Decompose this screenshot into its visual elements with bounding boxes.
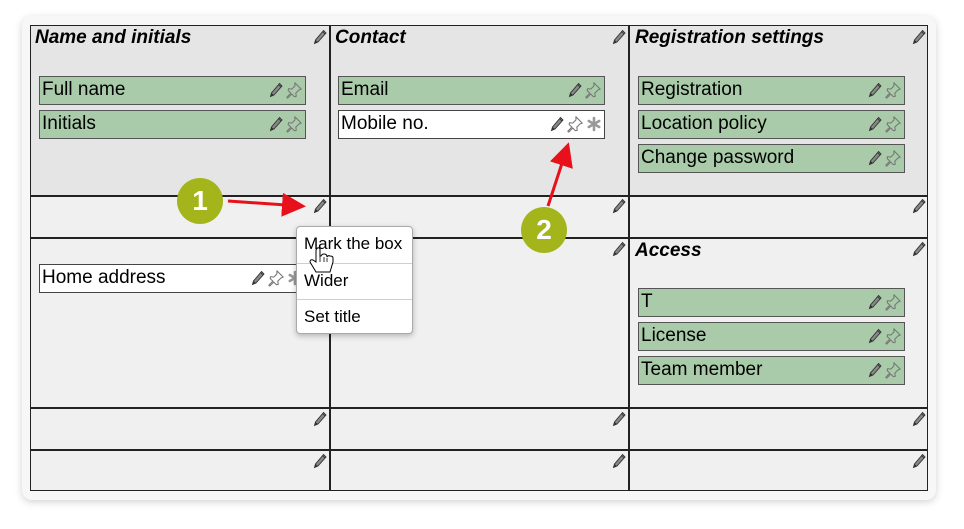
menu-item-wider[interactable]: Wider [297,263,412,299]
pencil-icon[interactable] [868,82,882,98]
menu-item-mark-the-box[interactable]: Mark the box [304,234,403,253]
field-label: Initials [42,113,96,134]
pencil-icon[interactable] [612,198,626,214]
pencil-icon[interactable] [868,150,882,166]
pencil-icon[interactable] [251,270,265,286]
field-label: Team member [641,359,763,380]
pin-icon[interactable] [884,326,902,346]
field-initials[interactable]: Initials [39,110,306,139]
box-title-registration-settings: Registration settings [635,27,824,48]
pencil-icon[interactable] [612,29,626,45]
pencil-icon[interactable] [912,411,926,427]
box-title-contact: Contact [335,27,406,48]
menu-item-set-title[interactable]: Set title [297,299,412,335]
pencil-icon[interactable] [912,29,926,45]
field-label: Mobile no. [341,113,429,134]
pencil-icon[interactable] [550,116,564,132]
pin-icon[interactable] [884,114,902,134]
pin-icon[interactable] [584,80,602,100]
field-registration[interactable]: Registration [638,76,905,105]
pencil-icon[interactable] [313,29,327,45]
field-home-address[interactable]: Home address [39,264,306,293]
box-title-name-initials: Name and initials [35,27,192,48]
pin-icon[interactable] [566,114,584,134]
pencil-icon[interactable] [313,453,327,469]
pencil-icon[interactable] [912,198,926,214]
pencil-icon[interactable] [313,411,327,427]
field-label: Location policy [641,113,767,134]
field-full-name[interactable]: Full name [39,76,306,105]
field-email[interactable]: Email [338,76,605,105]
pencil-icon[interactable] [912,241,926,257]
pin-icon[interactable] [884,292,902,312]
field-label: Registration [641,79,743,100]
pencil-icon[interactable] [269,116,283,132]
field-change-password[interactable]: Change password [638,144,905,173]
pencil-icon[interactable] [868,362,882,378]
field-team-member[interactable]: Team member [638,356,905,385]
pin-icon[interactable] [884,360,902,380]
pencil-icon[interactable] [612,453,626,469]
field-label: Email [341,79,389,100]
pencil-icon[interactable] [269,82,283,98]
pencil-icon[interactable] [868,328,882,344]
box-title-access: Access [635,240,702,261]
pencil-icon[interactable] [868,294,882,310]
field-label: T [641,291,653,312]
callout-badge-2: 2 [521,207,567,253]
pencil-icon[interactable] [568,82,582,98]
field-t[interactable]: T [638,288,905,317]
pencil-icon[interactable] [868,116,882,132]
pencil-icon[interactable] [313,198,327,214]
field-location-policy[interactable]: Location policy [638,110,905,139]
pin-icon[interactable] [285,80,303,100]
pencil-icon[interactable] [612,241,626,257]
pin-icon[interactable] [267,268,285,288]
callout-badge-1: 1 [177,178,223,224]
asterisk-icon[interactable] [586,116,602,132]
pin-icon[interactable] [285,114,303,134]
field-mobile-no[interactable]: Mobile no. [338,110,605,139]
field-label: Change password [641,147,795,168]
pin-icon[interactable] [884,148,902,168]
field-license[interactable]: License [638,322,905,351]
field-label: License [641,325,707,346]
context-menu: Mark the box Wider Set title [296,226,413,334]
pencil-icon[interactable] [912,453,926,469]
field-label: Full name [42,79,126,100]
field-label: Home address [42,267,166,288]
pencil-icon[interactable] [612,411,626,427]
pin-icon[interactable] [884,80,902,100]
